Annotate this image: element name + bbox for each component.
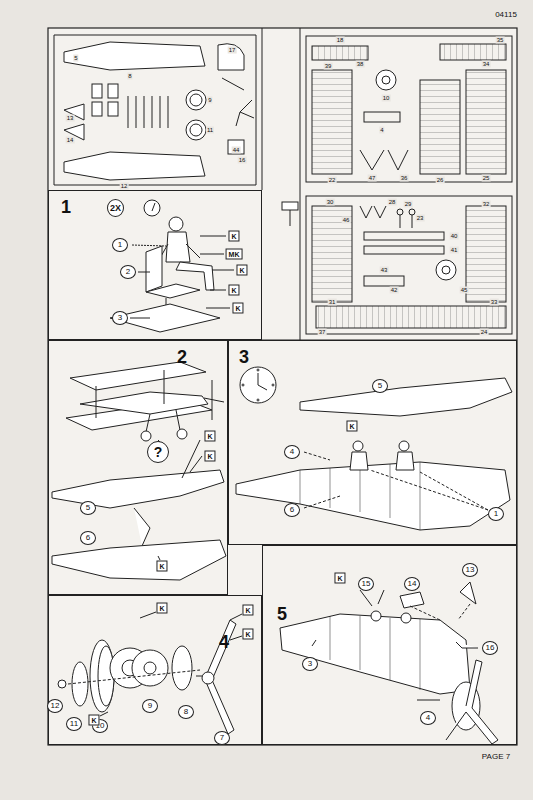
sprue-part-number: 12 xyxy=(120,183,129,190)
color-code: K xyxy=(156,561,167,572)
color-code: K xyxy=(334,573,345,584)
sprue-part-number: 13 xyxy=(66,115,75,122)
sprue-part-number: 16 xyxy=(238,157,247,164)
sprue-part-number: 18 xyxy=(336,37,345,44)
sprue-part-number: 22 xyxy=(328,177,337,184)
sprue-part-number: 14 xyxy=(66,137,75,144)
color-code: K xyxy=(228,285,239,296)
fuselage-halves xyxy=(236,367,512,530)
color-code: K xyxy=(156,603,167,614)
color-code: K xyxy=(204,451,215,462)
callout-number: 2 xyxy=(120,265,136,279)
repeat-count: 2X xyxy=(107,199,124,217)
color-code: K xyxy=(242,629,253,640)
callout-number: 9 xyxy=(142,699,158,713)
sprue-part-number: 23 xyxy=(416,215,425,222)
color-code: K xyxy=(204,431,215,442)
step-panel: 1 2X xyxy=(48,190,262,340)
color-code: K xyxy=(88,715,99,726)
step-panel: 5 xyxy=(262,545,517,745)
sprue-part-number: 39 xyxy=(324,63,333,70)
sprue-part-number: 41 xyxy=(450,247,459,254)
sprue-left xyxy=(54,35,256,185)
step-panel: 3 xyxy=(228,340,517,545)
callout-number: 1 xyxy=(488,507,504,521)
callout-number: 5 xyxy=(80,501,96,515)
sprue-part-number: 34 xyxy=(482,61,491,68)
callout-number: 8 xyxy=(178,705,194,719)
sprue-part-number: 30 xyxy=(326,199,335,206)
color-code: K xyxy=(232,303,243,314)
sprue-part-number: 4 xyxy=(379,127,384,134)
sprue-part-number: 25 xyxy=(482,175,491,182)
sprue-part-number: 44 xyxy=(232,147,241,154)
step-number: 3 xyxy=(239,347,249,368)
sprue-part-number: 43 xyxy=(380,267,389,274)
engine-and-propeller xyxy=(58,612,242,734)
sprue-part-number: 10 xyxy=(382,95,391,102)
color-code: K xyxy=(236,265,247,276)
color-code: MK xyxy=(226,249,243,260)
callout-number: 15 xyxy=(358,577,374,591)
step-number: 2 xyxy=(177,347,187,368)
sprue-part-number: 17 xyxy=(228,47,237,54)
color-code: K xyxy=(346,421,357,432)
sprue-part-number: 24 xyxy=(480,329,489,336)
fuselage-assembly xyxy=(280,582,498,744)
sprue-part-number: 37 xyxy=(318,329,327,336)
step-number: 1 xyxy=(61,197,71,218)
callout-number: 1 xyxy=(112,238,128,252)
page-note: PAGE 7 xyxy=(482,752,510,761)
callout-number: 3 xyxy=(112,311,128,325)
question-mark: ? xyxy=(147,441,169,463)
sprue-part-number: 47 xyxy=(368,175,377,182)
sprue-part-number: 9 xyxy=(207,97,212,104)
page-note: 04115 xyxy=(495,10,517,19)
callout-number: 16 xyxy=(482,641,498,655)
callout-number: 3 xyxy=(302,657,318,671)
sprue-part-number: 33 xyxy=(490,299,499,306)
step-panel: 2 xyxy=(48,340,228,595)
callout-number: 12 xyxy=(47,699,63,713)
callout-number: 14 xyxy=(404,577,420,591)
sprue-part-number: 31 xyxy=(328,299,337,306)
sprue-part-number: 5 xyxy=(73,55,78,62)
step-number: 4 xyxy=(219,632,229,653)
sprue-part-number: 42 xyxy=(390,287,399,294)
sprue-part-number: 46 xyxy=(342,217,351,224)
callout-number: 11 xyxy=(66,717,82,731)
biplane-view xyxy=(52,362,226,580)
pilot-and-seat xyxy=(110,200,234,332)
callout-number: 4 xyxy=(284,445,300,459)
callout-number: 5 xyxy=(372,379,388,393)
sprue-part-number: 28 xyxy=(388,199,397,206)
sprue-part-number: 29 xyxy=(404,201,413,208)
callout-number: 7 xyxy=(214,731,230,745)
callout-number: 4 xyxy=(420,711,436,725)
sprue-part-number: 40 xyxy=(450,233,459,240)
step-number: 5 xyxy=(277,604,287,625)
sprue-part-number: 26 xyxy=(436,177,445,184)
callout-number: 6 xyxy=(284,503,300,517)
sprue-right xyxy=(306,36,512,334)
sprue-part-number: 11 xyxy=(206,127,214,134)
callout-number: 13 xyxy=(462,563,478,577)
sprue-part-number: 32 xyxy=(482,201,491,208)
sprue-part-number: 8 xyxy=(127,73,132,80)
sprue-part-number: 35 xyxy=(496,37,505,44)
sprue-part-number: 45 xyxy=(460,287,469,294)
sprue-part-number: 36 xyxy=(400,175,409,182)
color-code: K xyxy=(228,231,239,242)
callout-number: 6 xyxy=(80,531,96,545)
sprue-part-number: 38 xyxy=(356,61,365,68)
color-code: K xyxy=(242,605,253,616)
